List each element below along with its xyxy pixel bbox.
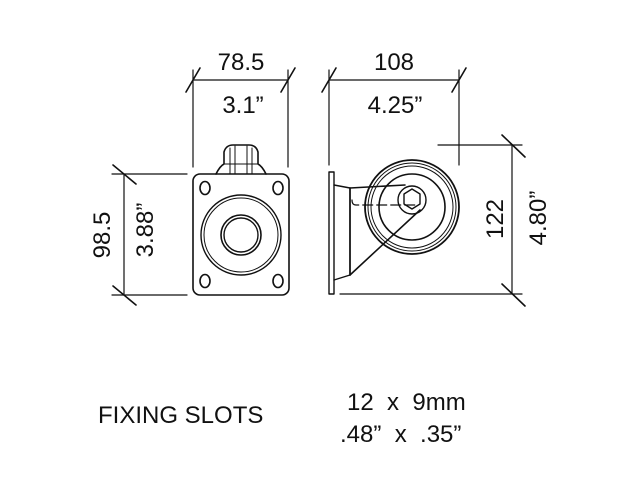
wheel-top	[215, 144, 267, 175]
mounting-hole-icon	[199, 180, 211, 196]
fixing-slots-imperial: .48” x .35”	[340, 421, 461, 448]
wheel	[364, 159, 460, 255]
side-width-mm-label: 108	[374, 49, 414, 76]
front-height-dimension	[111, 164, 188, 306]
fixing-slots-label: FIXING SLOTS	[98, 402, 263, 429]
side-height-mm-label: 122	[482, 199, 509, 239]
side-width-in-label: 4.25”	[368, 92, 423, 119]
front-view	[192, 144, 290, 296]
axle-nut-icon	[403, 188, 421, 210]
side-view	[328, 159, 460, 295]
fixing-slots-metric: 12 x 9mm	[347, 389, 466, 416]
side-height-dimension	[339, 134, 526, 307]
side-height-in-label: 4.80”	[525, 191, 552, 246]
front-width-dimension	[185, 67, 296, 168]
mounting-plate	[328, 171, 335, 295]
front-height-in-label: 3.88”	[132, 203, 159, 258]
side-width-dimension	[321, 67, 467, 166]
mounting-hole-icon	[272, 273, 284, 289]
top-plate	[192, 173, 290, 296]
front-width-in-label: 3.1”	[222, 92, 263, 119]
mounting-hole-icon	[272, 180, 284, 196]
front-width-mm-label: 78.5	[218, 49, 265, 76]
mounting-hole-icon	[199, 273, 211, 289]
front-height-mm-label: 98.5	[89, 212, 116, 259]
